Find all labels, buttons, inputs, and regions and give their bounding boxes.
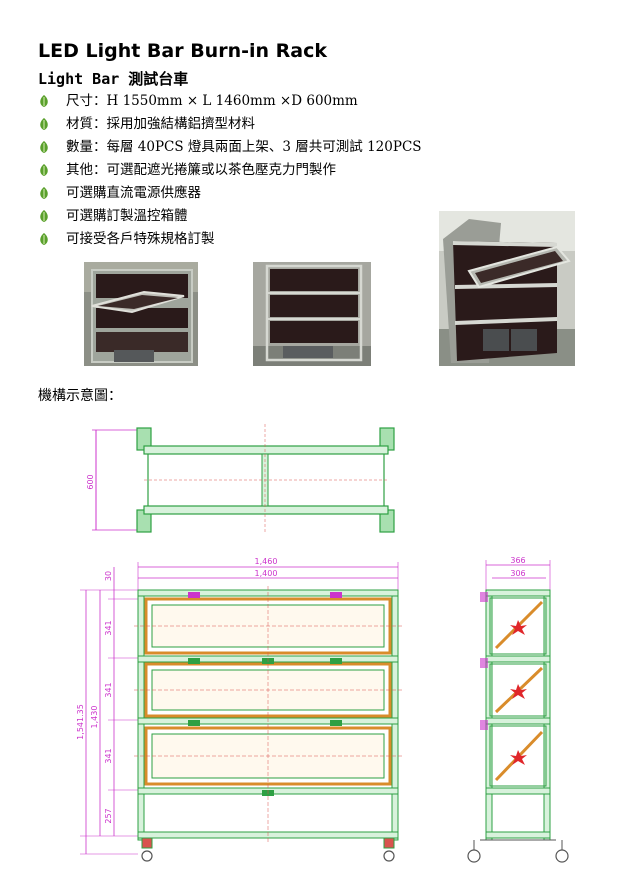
spec-item: 尺寸：H 1550mm × L 1460mm ×D 600mm [38,90,422,113]
spec-item: 可選購訂製溫控箱體 [38,205,422,228]
side-view-drawing: 366 306 [467,556,569,863]
leaf-bullet-icon [40,210,48,222]
rack-photo-open-door [84,262,198,366]
spec-text: 數量：每層 40PCS 燈具兩面上架、3 層共可測試 120PCS [66,139,422,155]
spec-item: 材質：採用加強結構鋁擠型材料 [38,113,422,136]
leaf-bullet-icon [40,141,48,153]
spec-item: 可接受各戶特殊規格訂製 [38,228,422,251]
dim-frame-height: 1,430 [90,706,99,729]
leaf-bullet-icon [40,187,48,199]
spec-text: 可選購訂製溫控箱體 [66,208,188,224]
leaf-bullet-icon [40,233,48,245]
spec-text: 可選購直流電源供應器 [66,185,201,201]
dim-inner-width: 1,400 [255,569,278,578]
top-view-drawing: 600 [86,424,395,534]
dim-side-outer: 366 [510,556,525,565]
spec-item: 數量：每層 40PCS 燈具兩面上架、3 層共可測試 120PCS [38,136,422,159]
leaf-bullet-icon [40,164,48,176]
front-view-drawing: 1,460 1,400 30 341 341 341 257 1,430 1,5… [76,557,402,862]
spec-text: 其他：可選配遮光捲簾或以茶色壓克力門製作 [66,162,336,178]
dim-top-depth: 600 [86,474,95,489]
dim-overall-width: 1,460 [255,557,278,566]
diagram-caption: 機構示意圖： [38,388,122,404]
spec-text: 尺寸：H 1550mm × L 1460mm ×D 600mm [66,93,358,109]
dim-shelf-3: 341 [104,748,113,763]
page-title: LED Light Bar Burn-in Rack [38,40,327,62]
spec-text: 材質：採用加強結構鋁擠型材料 [66,116,255,132]
page-subtitle: Light Bar 測試台車 [38,70,189,88]
dim-side-inner: 306 [510,569,525,578]
spec-list: 尺寸：H 1550mm × L 1460mm ×D 600mm 材質：採用加強結… [38,90,422,251]
rack-photo-side [439,211,575,366]
dim-bottom: 257 [104,808,113,823]
spec-item: 可選購直流電源供應器 [38,182,422,205]
rack-photo-front [253,262,371,366]
dim-top-offset: 30 [104,571,113,581]
leaf-bullet-icon [40,95,48,107]
dim-overall-height: 1,541.35 [76,704,85,740]
dim-shelf-1: 341 [104,620,113,635]
dim-shelf-2: 341 [104,682,113,697]
leaf-bullet-icon [40,118,48,130]
spec-text: 可接受各戶特殊規格訂製 [66,231,215,247]
spec-item: 其他：可選配遮光捲簾或以茶色壓克力門製作 [38,159,422,182]
